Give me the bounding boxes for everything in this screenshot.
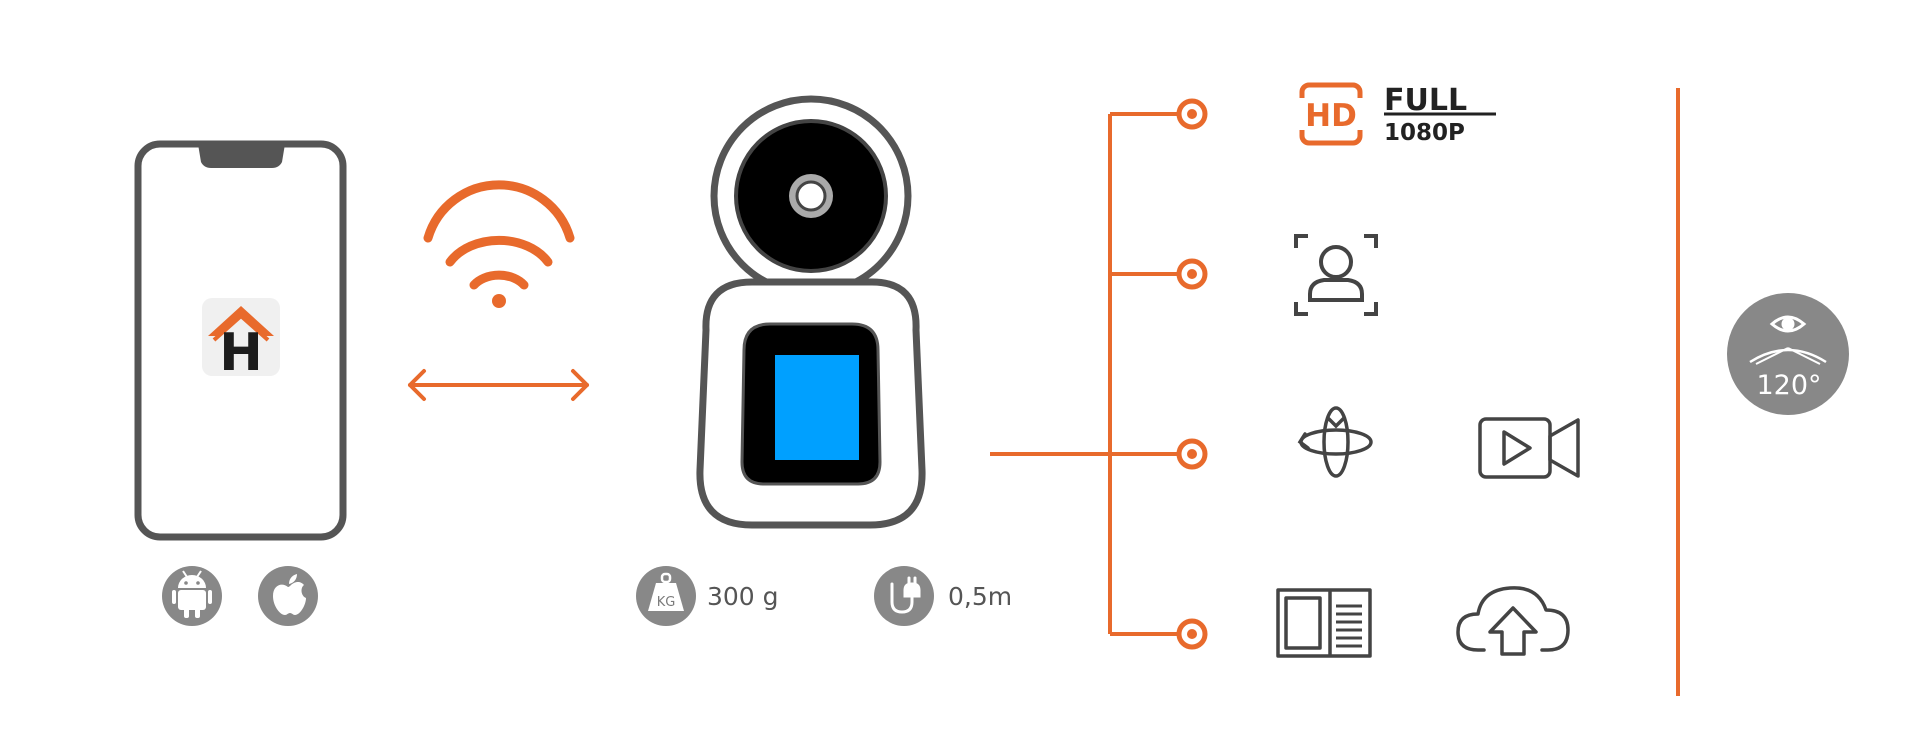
bidirectional-arrow	[408, 369, 589, 401]
rotation-360-icon	[1297, 406, 1373, 478]
wifi-icon	[423, 180, 575, 308]
phone-notch	[198, 144, 285, 168]
apple-icon	[273, 574, 306, 615]
weight-label: 300 g	[707, 582, 779, 611]
weight-spec: KG	[636, 566, 696, 626]
cable-label: 0,5m	[948, 582, 1012, 611]
sd-card-icon	[1276, 588, 1372, 658]
cloud-upload-icon	[1456, 586, 1570, 656]
eye-icon	[1769, 315, 1807, 333]
cable-spec	[874, 566, 934, 626]
feature-connector-tree	[990, 112, 1190, 636]
full-hd-resolution: 1080P	[1384, 120, 1465, 146]
full-hd-title: FULL	[1384, 83, 1467, 118]
camera-display	[775, 355, 859, 460]
full-hd-badge: HD FULL 1080P	[1292, 82, 1496, 146]
app-icon-letter: H	[219, 323, 263, 383]
android-badge	[162, 566, 222, 626]
app-icon[interactable]: H	[202, 298, 280, 383]
field-of-view-badge: 120°	[1727, 293, 1849, 415]
camera-device	[696, 95, 926, 529]
android-icon	[172, 570, 212, 618]
hd-badge-text: HD	[1305, 98, 1357, 134]
view-angle-arc	[1749, 348, 1827, 364]
field-of-view-label: 120°	[1756, 370, 1821, 401]
face-detection-icon	[1294, 234, 1378, 316]
weight-kg-text: KG	[657, 595, 676, 610]
connector-nodes	[1176, 98, 1208, 650]
apple-badge	[258, 566, 318, 626]
video-recording-icon	[1478, 417, 1580, 479]
weight-kg-icon: KG	[648, 572, 684, 611]
power-plug-icon	[890, 576, 921, 614]
